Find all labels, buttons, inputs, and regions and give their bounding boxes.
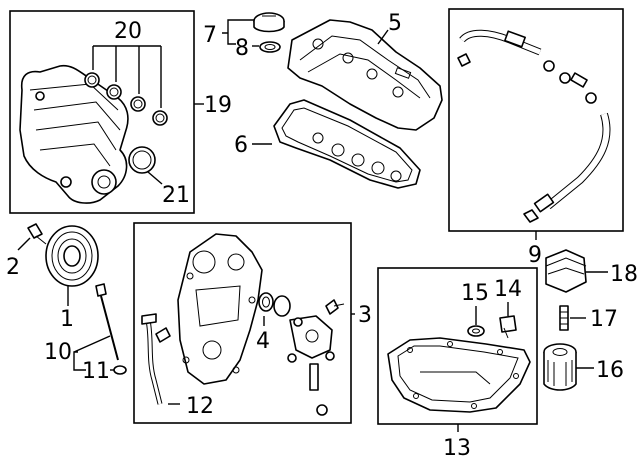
callout-4: 4 xyxy=(256,329,270,354)
callout-21: 21 xyxy=(162,183,190,208)
pcv-hose-box xyxy=(448,8,624,232)
callout-11: 11 xyxy=(82,359,110,384)
front-crank-seal xyxy=(258,292,274,312)
callout-17: 17 xyxy=(590,307,618,332)
callout-9: 9 xyxy=(528,243,542,268)
callout-3: 3 xyxy=(358,303,372,328)
callout-18: 18 xyxy=(610,262,638,287)
leader-21 xyxy=(147,171,163,185)
throttle-gasket xyxy=(128,146,156,174)
callout-13: 13 xyxy=(443,436,471,461)
pulley-bolt xyxy=(27,223,47,245)
oil-pan xyxy=(387,337,531,413)
oil-filler-cap xyxy=(253,12,285,33)
dipstick-o-ring xyxy=(113,365,127,375)
callout-12: 12 xyxy=(186,394,214,419)
intake-manifold xyxy=(19,64,129,204)
callout-8: 8 xyxy=(235,36,249,61)
intake-manifold-box xyxy=(9,10,195,214)
callout-2: 2 xyxy=(6,255,20,280)
leader-7 xyxy=(222,19,254,45)
leader-10 xyxy=(73,335,111,371)
oil-dipstick xyxy=(95,283,119,361)
crankshaft-pulley xyxy=(45,225,99,287)
timing-cover-box xyxy=(133,222,352,424)
callout-15: 15 xyxy=(461,281,489,306)
filter-fitting xyxy=(559,305,569,331)
callout-7: 7 xyxy=(203,23,217,48)
timing-cover-bolts xyxy=(155,299,345,343)
callout-16: 16 xyxy=(596,358,624,383)
timing-chain-cover xyxy=(177,233,263,385)
callout-14: 14 xyxy=(494,277,522,302)
valve-cover-gasket xyxy=(273,99,421,189)
callout-19: 19 xyxy=(204,93,232,118)
valve-cover xyxy=(287,19,443,131)
drain-plug-washer xyxy=(467,325,485,337)
callout-10: 10 xyxy=(44,340,72,365)
callout-5: 5 xyxy=(388,11,402,36)
oil-pump-assembly xyxy=(273,295,335,416)
leader-2 xyxy=(17,237,31,251)
leader-5 xyxy=(377,29,389,45)
dipstick-tube xyxy=(141,313,163,405)
cap-seal xyxy=(259,41,281,53)
pcv-hose-assembly xyxy=(457,29,611,223)
callout-20: 20 xyxy=(114,19,142,44)
callout-6: 6 xyxy=(234,133,248,158)
drain-plug xyxy=(499,315,517,339)
o-ring-set xyxy=(84,72,168,126)
oil-filter xyxy=(543,343,577,391)
callout-1: 1 xyxy=(60,307,74,332)
oil-filter-housing xyxy=(545,249,587,293)
leader-20 xyxy=(92,45,162,108)
